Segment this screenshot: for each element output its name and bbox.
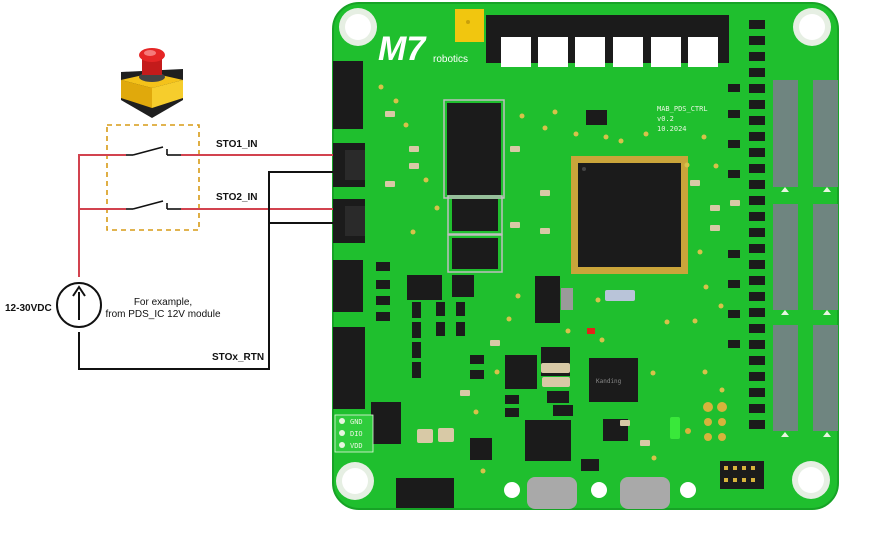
crystal bbox=[605, 290, 635, 301]
label-sto1-in: STO1_IN bbox=[216, 139, 258, 150]
dc-voltage-source bbox=[56, 282, 102, 328]
chip-small-10 bbox=[581, 459, 599, 471]
connector-mid bbox=[333, 260, 363, 312]
label-example-line1: For example, bbox=[134, 297, 192, 308]
chip-lower bbox=[525, 420, 571, 461]
right-connector-column-1 bbox=[773, 80, 798, 437]
emergency-stop-button bbox=[121, 48, 183, 118]
vias bbox=[378, 84, 725, 474]
connector-top bbox=[333, 61, 363, 129]
connector-bottom bbox=[396, 478, 454, 508]
usb-port-1 bbox=[527, 477, 577, 509]
yellow-component bbox=[455, 9, 484, 42]
wiring bbox=[78, 146, 333, 370]
wire-black-rtn-sto1 bbox=[78, 171, 333, 370]
chip-regulator-tab bbox=[561, 288, 573, 310]
logo-text: robotics bbox=[433, 54, 468, 65]
chip-kanding-mark: Kanding bbox=[596, 378, 622, 385]
led-red bbox=[587, 328, 595, 334]
led-green bbox=[670, 417, 680, 439]
chip-small-4 bbox=[505, 355, 537, 389]
chip-small-3 bbox=[586, 110, 607, 125]
chip-kanding: Kanding bbox=[589, 358, 638, 402]
hole-bottom-3 bbox=[680, 482, 696, 498]
switch-sto2 bbox=[126, 200, 181, 210]
chip-regulator bbox=[535, 276, 560, 323]
resistor-column-left bbox=[376, 262, 519, 417]
mounting-hole-top-left bbox=[339, 8, 377, 46]
resistor-column bbox=[728, 20, 765, 429]
microcontroller-qfp bbox=[571, 156, 688, 274]
chip-mosfet bbox=[371, 402, 401, 444]
wire-red-vertical bbox=[78, 154, 126, 277]
header-gnd-dio-vdd: GND DIO VDD bbox=[334, 414, 374, 453]
mounting-hole-bottom-left bbox=[336, 462, 374, 500]
mounting-hole-top-right bbox=[793, 8, 831, 46]
header-pin-vdd: VDD bbox=[350, 442, 363, 450]
chip-small-9 bbox=[553, 405, 573, 416]
pcb-board: M7 robotics MAB_PDS_CTRL v0.2 10.2024 bbox=[332, 2, 839, 510]
ic-middle-package bbox=[447, 195, 503, 235]
silk-board-version: v0.2 bbox=[657, 115, 674, 123]
silk-board-name: MAB_PDS_CTRL bbox=[657, 105, 708, 113]
header-pin-dio: DIO bbox=[350, 430, 363, 438]
board-logo: M7 robotics bbox=[378, 30, 468, 68]
hole-bottom-1 bbox=[504, 482, 520, 498]
label-sto2-in: STO2_IN bbox=[216, 192, 258, 203]
label-example-line2: from PDS_IC 12V module bbox=[105, 309, 220, 320]
ic-upper-package bbox=[443, 99, 505, 199]
connector-lower bbox=[333, 327, 365, 409]
label-stox-rtn: STOx_RTN bbox=[212, 352, 264, 363]
header-pin-gnd: GND bbox=[350, 418, 363, 426]
chip-small-1 bbox=[407, 275, 442, 300]
usb-port-2 bbox=[620, 477, 670, 509]
silk-board-date: 10.2024 bbox=[657, 125, 687, 133]
chip-small-2 bbox=[452, 275, 474, 297]
hole-bottom-2 bbox=[591, 482, 607, 498]
switch-sto1 bbox=[126, 146, 181, 156]
chip-small-7 bbox=[470, 438, 492, 460]
led-window-strip bbox=[486, 15, 729, 67]
passive-components bbox=[385, 111, 740, 446]
right-connector-column-2 bbox=[813, 80, 838, 437]
test-pads bbox=[685, 402, 727, 441]
mounting-hole-bottom-right bbox=[792, 461, 830, 499]
logo-mark: M7 bbox=[378, 30, 427, 68]
chip-small-8 bbox=[547, 391, 569, 403]
label-voltage: 12-30VDC bbox=[5, 303, 52, 314]
switch-enclosure bbox=[106, 124, 200, 231]
pin-header-bottom-right bbox=[720, 461, 764, 489]
ic-lower-package bbox=[447, 234, 503, 273]
